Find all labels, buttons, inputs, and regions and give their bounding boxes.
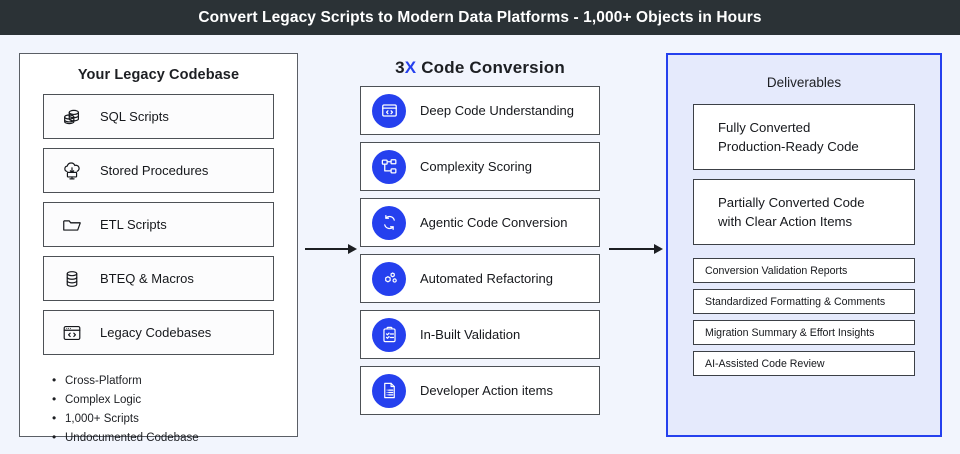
arrow-head <box>654 243 663 254</box>
deliverables-panel: Deliverables Fully Converted Production-… <box>666 53 942 437</box>
conversion-card-label: In-Built Validation <box>420 327 521 342</box>
deliverable-card-partially-converted[interactable]: Partially Converted Code with Clear Acti… <box>693 179 915 245</box>
arrow-head <box>348 243 357 254</box>
conversion-card-complexity-scoring[interactable]: Complexity Scoring <box>360 142 600 191</box>
conversion-multiplier: 3X <box>395 58 416 77</box>
legacy-bullet: Complex Logic <box>52 390 297 410</box>
deliverable-item-standardized-formatting[interactable]: Standardized Formatting & Comments <box>693 289 915 314</box>
deliverable-item-label: Migration Summary & Effort Insights <box>705 326 875 339</box>
folder-icon <box>44 214 100 236</box>
conversion-card-agentic-code-conversion[interactable]: Agentic Code Conversion <box>360 198 600 247</box>
deliverable-card-line1: Fully Converted <box>718 120 811 135</box>
arrow-shaft <box>609 248 654 250</box>
deliverable-item-label: Conversion Validation Reports <box>705 264 848 277</box>
code-conversion-title: 3X Code Conversion <box>360 53 600 78</box>
deliverable-card-line1: Partially Converted Code <box>718 195 865 210</box>
legacy-card-label: SQL Scripts <box>100 109 169 124</box>
deliverable-card-fully-converted[interactable]: Fully Converted Production-Ready Code <box>693 104 915 170</box>
legacy-card-label: Stored Procedures <box>100 163 209 178</box>
legacy-card-legacy-codebases[interactable]: Legacy Codebases <box>43 310 274 355</box>
deliverable-item-ai-assisted-code-review[interactable]: AI-Assisted Code Review <box>693 351 915 376</box>
code-window-icon <box>372 93 406 128</box>
deliverable-item-migration-summary[interactable]: Migration Summary & Effort Insights <box>693 320 915 345</box>
deliverable-item-conversion-validation-reports[interactable]: Conversion Validation Reports <box>693 258 915 283</box>
legacy-card-etl-scripts[interactable]: ETL Scripts <box>43 202 274 247</box>
legacy-bullet: Undocumented Codebase <box>52 428 297 448</box>
sync-arrows-icon <box>372 205 406 240</box>
deliverable-card-line2: Production-Ready Code <box>718 139 859 154</box>
conversion-card-label: Developer Action items <box>420 383 553 398</box>
conversion-multiplier-x: X <box>404 58 417 77</box>
code-conversion-title-rest: Code Conversion <box>416 58 565 77</box>
conversion-card-in-built-validation[interactable]: In-Built Validation <box>360 310 600 359</box>
code-conversion-panel: 3X Code Conversion Deep Code Understandi… <box>360 53 600 437</box>
conversion-card-developer-action-items[interactable]: Developer Action items <box>360 366 600 415</box>
arrow-legacy-to-conversion <box>305 243 357 255</box>
legacy-codebase-title: Your Legacy Codebase <box>77 67 240 83</box>
legacy-bullet: 1,000+ Scripts <box>52 409 297 429</box>
legacy-bullet-list: Cross-Platform Complex Logic 1,000+ Scri… <box>20 364 297 448</box>
database-cylinder-icon <box>44 268 100 290</box>
hierarchy-tree-icon <box>372 149 406 184</box>
legacy-card-sql-scripts[interactable]: SQL Scripts <box>43 94 274 139</box>
arrow-conversion-to-deliverables <box>609 243 663 255</box>
conversion-card-list: Deep Code Understanding Complexity Scori… <box>360 86 600 415</box>
deliverable-card-line2: with Clear Action Items <box>718 214 853 229</box>
header-bar: Convert Legacy Scripts to Modern Data Pl… <box>0 0 960 35</box>
page-title: Convert Legacy Scripts to Modern Data Pl… <box>198 8 762 26</box>
molecule-nodes-icon <box>372 261 406 296</box>
conversion-multiplier-number: 3 <box>395 58 405 77</box>
code-window-icon <box>44 322 100 344</box>
conversion-card-deep-code-understanding[interactable]: Deep Code Understanding <box>360 86 600 135</box>
legacy-card-list: SQL Scripts Stored Procedures <box>20 83 297 355</box>
conversion-card-label: Complexity Scoring <box>420 159 532 174</box>
conversion-card-label: Agentic Code Conversion <box>420 215 568 230</box>
legacy-card-stored-procedures[interactable]: Stored Procedures <box>43 148 274 193</box>
conversion-card-label: Deep Code Understanding <box>420 103 574 118</box>
document-list-icon <box>372 373 406 408</box>
cloud-download-monitor-icon <box>44 160 100 182</box>
conversion-card-label: Automated Refactoring <box>420 271 553 286</box>
deliverables-secondary-list: Conversion Validation Reports Standardiz… <box>668 254 940 376</box>
legacy-card-label: Legacy Codebases <box>100 325 212 340</box>
clipboard-check-icon <box>372 317 406 352</box>
conversion-card-automated-refactoring[interactable]: Automated Refactoring <box>360 254 600 303</box>
deliverable-item-label: AI-Assisted Code Review <box>705 357 825 370</box>
legacy-card-label: ETL Scripts <box>100 217 167 232</box>
legacy-bullet: Cross-Platform <box>52 371 297 391</box>
arrow-shaft <box>305 248 348 250</box>
deliverable-item-label: Standardized Formatting & Comments <box>705 295 886 308</box>
legacy-card-label: BTEQ & Macros <box>100 271 194 286</box>
deliverables-title: Deliverables <box>766 75 842 90</box>
legacy-card-bteq-macros[interactable]: BTEQ & Macros <box>43 256 274 301</box>
legacy-codebase-panel: Your Legacy Codebase SQL Scripts <box>19 53 298 447</box>
database-stack-icon <box>44 106 100 128</box>
deliverables-primary-list: Fully Converted Production-Ready Code Pa… <box>668 90 940 245</box>
